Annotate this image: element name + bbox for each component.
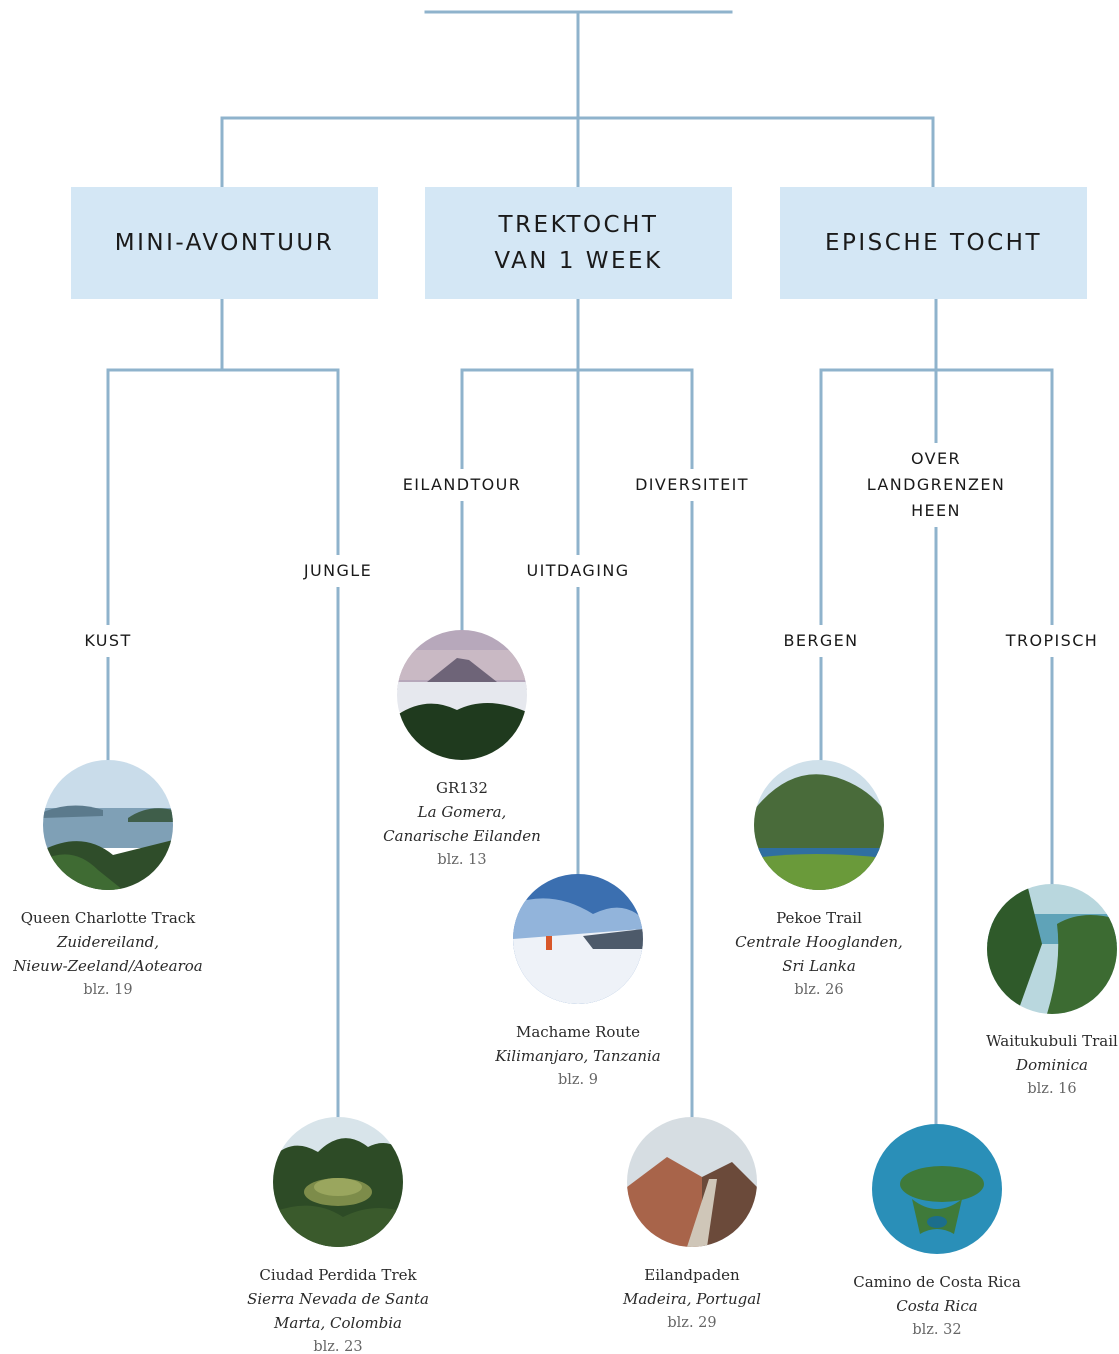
trail-page: blz. 23: [313, 1339, 363, 1354]
caption-waitukubuli: Waitukubuli Trail Dominica blz. 16: [986, 1029, 1118, 1101]
trail-location: Centrale Hooglanden, Sri Lanka: [735, 933, 903, 975]
trail-location: Zuidereiland, Nieuw-Zeeland/Aotearoa: [13, 933, 203, 975]
subcategory-jungle: JUNGLE: [295, 555, 381, 587]
category-label: MINI-AVONTUUR: [114, 230, 335, 256]
trail-page: blz. 13: [437, 852, 487, 868]
photo-queen-charlotte: [43, 760, 173, 890]
trail-location: Kilimanjaro, Tanzania: [495, 1047, 661, 1065]
trail-page: blz. 32: [912, 1322, 962, 1338]
trail-name: Eilandpaden: [644, 1266, 740, 1284]
caption-ciudad-perdida: Ciudad Perdida Trek Sierra Nevada de San…: [247, 1263, 429, 1354]
photo-camino: [872, 1124, 1002, 1254]
subcategory-tropisch: TROPISCH: [997, 625, 1107, 657]
trail-name: Machame Route: [515, 1023, 641, 1041]
trail-name: Camino de Costa Rica: [853, 1273, 1021, 1291]
subcategory-bergen: BERGEN: [775, 625, 867, 657]
trail-name: Waitukubuli Trail: [986, 1032, 1118, 1050]
caption-machame: Machame Route Kilimanjaro, Tanzania blz.…: [495, 1020, 660, 1092]
trail-location: Madeira, Portugal: [623, 1290, 761, 1308]
trail-name: Pekoe Trail: [776, 909, 862, 927]
trail-page: blz. 16: [1027, 1081, 1077, 1097]
caption-queen-charlotte: Queen Charlotte Track Zuidereiland, Nieu…: [13, 906, 202, 1002]
photo-pekoe: [754, 760, 884, 890]
trail-name: GR132: [436, 779, 488, 797]
subcategory-uitdaging: UITDAGING: [518, 555, 638, 587]
category-label: EPISCHE TOCHT: [824, 230, 1043, 256]
subcategory-eilandtour: EILANDTOUR: [394, 469, 530, 501]
trail-page: blz. 19: [83, 982, 133, 998]
subcategory-kust: KUST: [76, 625, 140, 657]
photo-gr132: [397, 630, 527, 760]
caption-gr132: GR132 La Gomera, Canarische Eilanden blz…: [383, 776, 541, 872]
trail-name: Queen Charlotte Track: [20, 909, 196, 927]
trail-location: Sierra Nevada de Santa Marta, Colombia: [247, 1290, 429, 1332]
photo-machame: [513, 874, 643, 1004]
trail-page: blz. 26: [794, 982, 844, 998]
trail-name: Ciudad Perdida Trek: [259, 1266, 417, 1284]
caption-eilandpaden: Eilandpaden Madeira, Portugal blz. 29: [623, 1263, 761, 1335]
category-label: TREKTOCHT VAN 1 WEEK: [494, 212, 663, 274]
trail-page: blz. 9: [557, 1072, 599, 1088]
category-epische-tocht: EPISCHE TOCHT: [780, 187, 1087, 299]
trail-page: blz. 29: [667, 1315, 717, 1331]
photo-waitukubuli: [987, 884, 1117, 1014]
trail-location: La Gomera, Canarische Eilanden: [383, 803, 541, 845]
category-trektocht-1-week: TREKTOCHT VAN 1 WEEK: [425, 187, 732, 299]
photo-eilandpaden: [627, 1117, 757, 1247]
subcategory-over-landgrenzen: OVER LANDGRENZEN HEEN: [844, 443, 1028, 527]
caption-pekoe: Pekoe Trail Centrale Hooglanden, Sri Lan…: [735, 906, 903, 1002]
trail-location: Dominica: [1016, 1056, 1088, 1074]
trail-location: Costa Rica: [896, 1297, 978, 1315]
category-mini-avontuur: MINI-AVONTUUR: [71, 187, 378, 299]
subcategory-diversiteit: DIVERSITEIT: [627, 469, 757, 501]
caption-camino: Camino de Costa Rica Costa Rica blz. 32: [853, 1270, 1021, 1342]
photo-ciudad-perdida: [273, 1117, 403, 1247]
